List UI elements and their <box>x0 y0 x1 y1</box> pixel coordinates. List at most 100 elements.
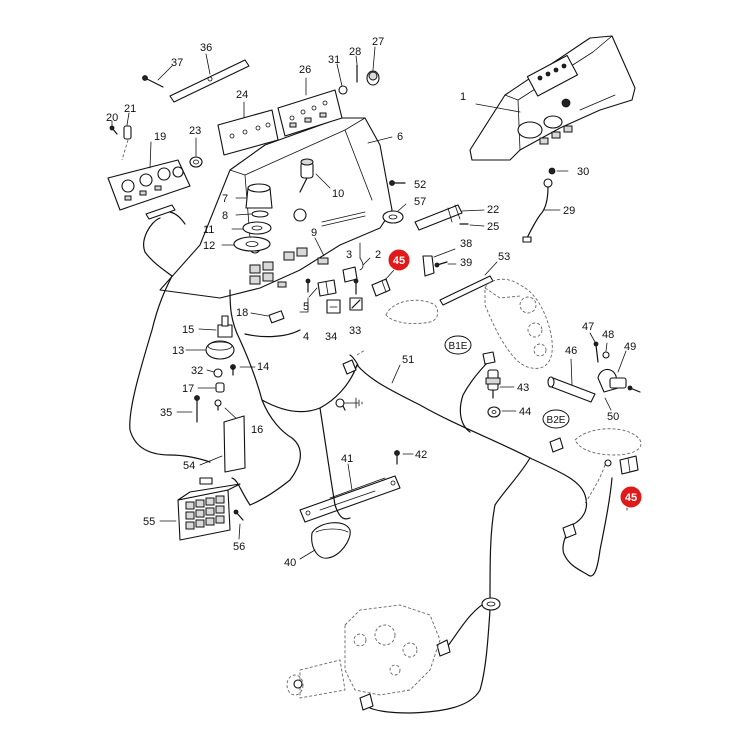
trim-strip <box>169 59 250 103</box>
washer <box>602 351 610 359</box>
grommet <box>382 210 404 224</box>
callout-37: 37 <box>171 57 183 69</box>
clip <box>317 279 337 297</box>
connector-tag-b1e-label: B1E <box>449 341 468 352</box>
highlight-callout-bottom[interactable]: 45 <box>619 485 643 509</box>
connector-plug <box>145 204 176 220</box>
screw <box>389 180 406 186</box>
ring <box>242 221 272 235</box>
callout-9: 9 <box>311 227 317 239</box>
rocker-switch <box>217 315 233 338</box>
highlight-label-top: 45 <box>393 255 405 267</box>
connector-plug <box>549 437 564 453</box>
connector-tag-b2e: B2E <box>542 409 570 429</box>
callout-2: 2 <box>375 249 381 261</box>
callout-56: 56 <box>233 541 245 553</box>
callout-29: 29 <box>563 205 575 217</box>
callout-39: 39 <box>460 257 472 269</box>
transmission-housing <box>484 278 553 369</box>
grommet <box>189 156 203 168</box>
callout-25: 25 <box>487 221 499 233</box>
mounting-plate <box>299 475 401 523</box>
callout-38: 38 <box>460 238 472 250</box>
callout-35: 35 <box>160 407 172 419</box>
hydraulic-valve-block <box>286 604 441 699</box>
knob <box>366 70 380 86</box>
screw <box>434 261 448 268</box>
callout-43: 43 <box>517 382 529 394</box>
relay <box>326 299 341 314</box>
callout-52: 52 <box>414 179 426 191</box>
callout-44: 44 <box>519 406 531 418</box>
screw <box>109 125 118 135</box>
clip <box>338 85 348 95</box>
instrument-dash-panel <box>159 117 393 299</box>
switch-module <box>107 159 191 211</box>
callout-23: 23 <box>189 125 201 137</box>
callout-46: 46 <box>565 345 577 357</box>
callout-42: 42 <box>415 449 427 461</box>
callout-4: 4 <box>303 331 309 343</box>
washer <box>251 210 269 218</box>
plug-cap <box>215 382 225 393</box>
connector-plug <box>482 351 496 365</box>
washer <box>213 368 223 378</box>
connector-plug <box>359 693 374 711</box>
callout-22: 22 <box>487 204 499 216</box>
callout-3: 3 <box>346 249 352 261</box>
screw <box>353 278 359 295</box>
sensor <box>485 369 501 399</box>
callout-54: 54 <box>183 460 195 472</box>
callout-40: 40 <box>284 557 296 569</box>
bolt <box>194 395 200 423</box>
gauge-plate <box>217 109 279 156</box>
nut <box>487 406 501 418</box>
callout-28: 28 <box>349 46 361 58</box>
callout-49: 49 <box>624 341 636 353</box>
callout-6: 6 <box>397 131 403 143</box>
knob-cap <box>245 183 273 209</box>
bracket <box>414 204 463 231</box>
callout-47: 47 <box>582 321 594 333</box>
screw <box>593 341 599 363</box>
callout-34: 34 <box>325 331 337 343</box>
callout-17: 17 <box>182 383 194 395</box>
callout-27: 27 <box>372 36 384 48</box>
ring-large <box>233 236 271 252</box>
callout-14: 14 <box>257 361 269 373</box>
bracket-clip <box>422 255 435 277</box>
callout-24: 24 <box>236 89 248 101</box>
callout-21: 21 <box>124 103 136 115</box>
switch-boot <box>311 522 351 559</box>
callout-8: 8 <box>222 210 228 222</box>
callout-51: 51 <box>402 354 414 366</box>
ground-symbol <box>335 397 363 409</box>
sender-lead <box>522 178 553 243</box>
callout-18: 18 <box>236 307 248 319</box>
connector-plug <box>293 679 303 689</box>
dashboard-console-assembly <box>469 35 636 161</box>
warning-lamp-panel <box>277 89 343 137</box>
callout-32: 32 <box>191 365 203 377</box>
callout-16: 16 <box>251 424 263 436</box>
callout-33: 33 <box>349 325 361 337</box>
callout-13: 13 <box>172 345 184 357</box>
switch <box>123 125 132 140</box>
callout-26: 26 <box>299 64 311 76</box>
callout-15: 15 <box>182 324 194 336</box>
callout-55: 55 <box>143 516 155 528</box>
clamp-bracket <box>597 368 627 393</box>
callout-41: 41 <box>341 453 353 465</box>
connector-tag-b2e-label: B2E <box>547 415 566 426</box>
screw <box>627 385 641 393</box>
switch-connector <box>619 455 639 475</box>
highlight-callout-top[interactable]: 45 <box>387 248 411 272</box>
relay <box>349 297 363 311</box>
callout-50: 50 <box>607 411 619 423</box>
ignition-switch <box>299 158 314 193</box>
screw <box>233 509 244 521</box>
grommet <box>481 597 501 611</box>
dome-cap <box>205 340 235 360</box>
callout-30: 30 <box>577 166 589 178</box>
